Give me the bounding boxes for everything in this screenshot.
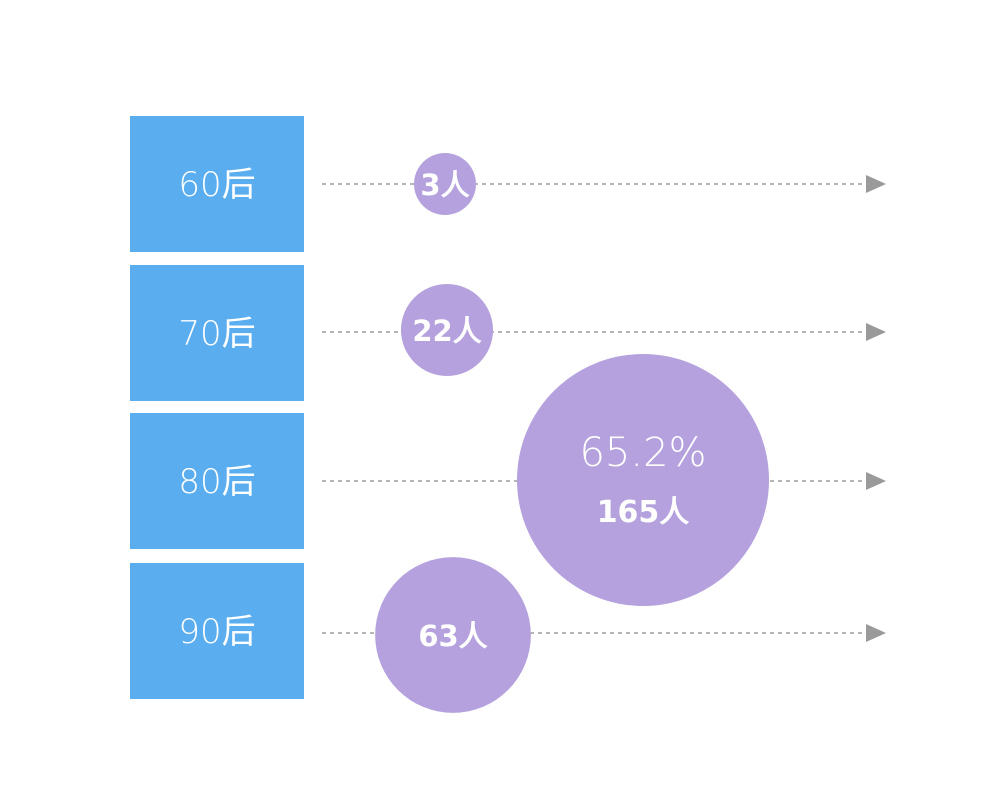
category-box	[130, 563, 304, 699]
count-bubble	[400, 283, 494, 377]
count-bubble	[414, 153, 476, 215]
category-box	[130, 116, 304, 252]
arrow-head-icon	[866, 472, 886, 490]
category-box	[130, 265, 304, 401]
count-label: 3人	[420, 168, 469, 202]
count-bubble	[517, 354, 769, 606]
category-box	[130, 413, 304, 549]
category-label: 70后	[178, 314, 255, 354]
count-label: 22人	[412, 314, 481, 348]
category-label: 80后	[178, 462, 255, 502]
category-label: 60后	[178, 165, 255, 205]
arrow-head-icon	[866, 175, 886, 193]
count-label: 63人	[418, 619, 487, 653]
percent-label: 65.2%	[579, 430, 706, 476]
arrow-head-icon	[866, 323, 886, 341]
count-bubble	[375, 557, 531, 713]
category-label: 90后	[178, 612, 255, 652]
arrow-head-icon	[866, 624, 886, 642]
count-label: 165人	[597, 495, 690, 530]
